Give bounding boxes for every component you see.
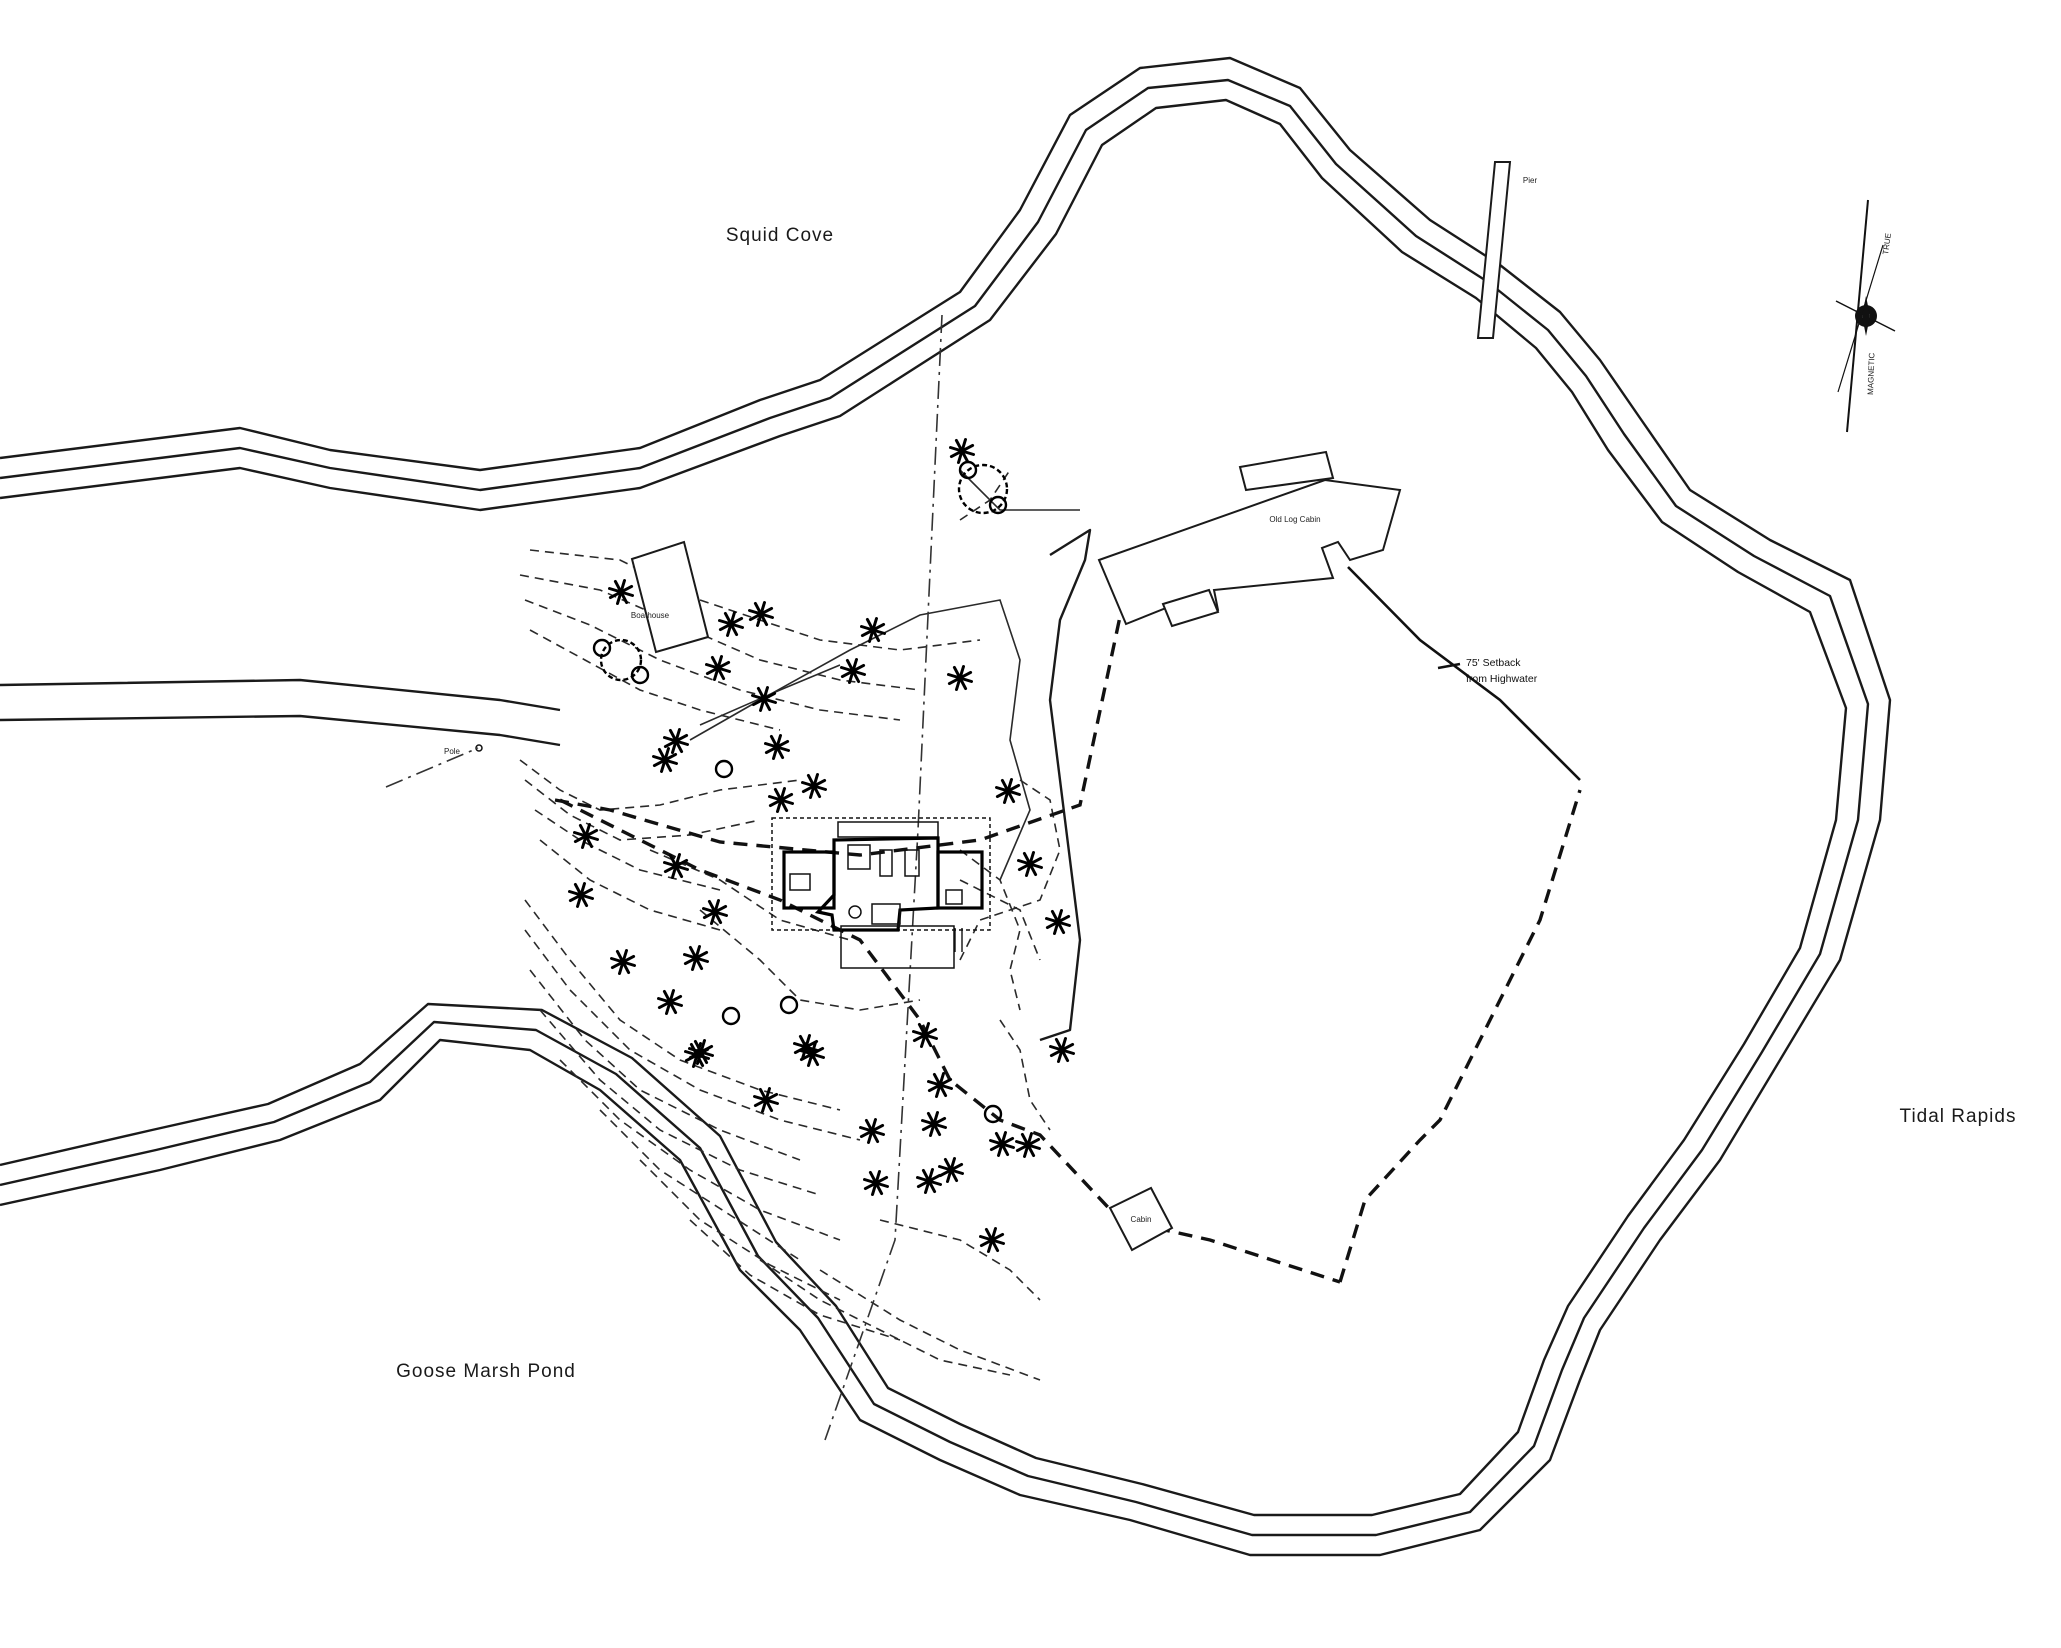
pier: Pier (1476, 161, 1538, 339)
tree-icon (683, 945, 709, 971)
shrub (592, 638, 650, 685)
tree-icon (840, 658, 866, 684)
goose-marsh-pond-label: Goose Marsh Pond (396, 1361, 576, 1382)
old-log-cabin: Old Log Cabin (1097, 450, 1402, 628)
shrubs (592, 460, 1009, 1124)
tree-icon (921, 1111, 947, 1137)
compass-magnetic-label: MAGNETIC (1866, 352, 1876, 395)
pole-marker (475, 744, 483, 752)
contours (519, 469, 1080, 1381)
tree-icon (860, 617, 886, 643)
cabin: Cabin (1108, 1186, 1174, 1252)
tree-icon (979, 1227, 1005, 1253)
main-house-plan (771, 817, 991, 969)
setback-label-line2: from Highwater (1466, 673, 1538, 685)
tree-icon (684, 1042, 710, 1068)
tree-icon (751, 686, 777, 712)
tree-icon (801, 773, 827, 799)
tree-icon (764, 734, 790, 760)
tree-icon (702, 899, 728, 925)
tree-icon (748, 601, 774, 627)
tree-icon (753, 1087, 779, 1113)
shrub (721, 1006, 741, 1026)
boathouse: Boathouse (630, 540, 710, 654)
trees (568, 438, 1075, 1253)
tree-icon (863, 1170, 889, 1196)
tree-icon (916, 1168, 942, 1194)
tree-icon (705, 655, 731, 681)
tree-icon (652, 747, 678, 773)
shoreline (0, 56, 1892, 1557)
tree-icon (663, 853, 689, 879)
cabin-label: Cabin (1131, 1215, 1152, 1224)
shrub (779, 995, 799, 1015)
compass-rose: TRUE MAGNETIC (1835, 199, 1896, 433)
tree-icon (995, 778, 1021, 804)
tree-icon (768, 787, 794, 813)
tree-icon (657, 989, 683, 1015)
tree-icon (573, 823, 599, 849)
shrub (957, 460, 1009, 515)
survey-line (824, 314, 943, 1441)
tree-icon (718, 611, 744, 637)
old-log-cabin-label: Old Log Cabin (1269, 515, 1320, 524)
tree-icon (663, 728, 689, 754)
pole-label: Pole (444, 747, 461, 756)
compass-true-label: TRUE (1881, 232, 1893, 255)
tree-icon (859, 1118, 885, 1144)
tree-icon (947, 665, 973, 691)
pier-label: Pier (1523, 176, 1538, 185)
tree-icon (568, 882, 594, 908)
tree-icon (1015, 1132, 1041, 1158)
tree-icon (989, 1131, 1015, 1157)
tree-icon (793, 1034, 819, 1060)
tree-icon (610, 949, 636, 975)
shrub (983, 1104, 1003, 1124)
tree-icon (912, 1022, 938, 1048)
setback-label-line1: 75' Setback (1466, 657, 1521, 669)
pole-line (385, 747, 479, 788)
tree-icon (1049, 1037, 1075, 1063)
shrub (714, 759, 734, 779)
tree-icon (949, 438, 975, 464)
boathouse-label: Boathouse (631, 611, 670, 620)
tree-icon (938, 1157, 964, 1183)
tree-icon (1045, 909, 1071, 935)
tree-icon (927, 1072, 953, 1098)
tidal-rapids-label: Tidal Rapids (1900, 1106, 2017, 1127)
tree-icon (608, 579, 634, 605)
squid-cove-label: Squid Cove (726, 225, 834, 246)
tree-icon (1017, 851, 1043, 877)
